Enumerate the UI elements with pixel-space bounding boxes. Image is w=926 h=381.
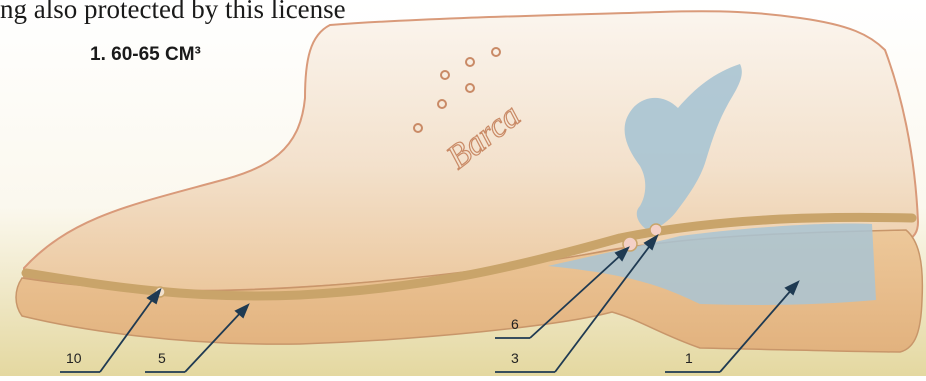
callout-1: 1 [685, 350, 693, 366]
header-text: ng also protected by this license [0, 0, 346, 25]
callout-10: 10 [66, 350, 82, 366]
callout-5: 5 [158, 350, 166, 366]
callout-6: 6 [511, 316, 519, 332]
volume-label: 1. 60-65 CM³ [90, 44, 201, 66]
callout-3: 3 [511, 350, 519, 366]
